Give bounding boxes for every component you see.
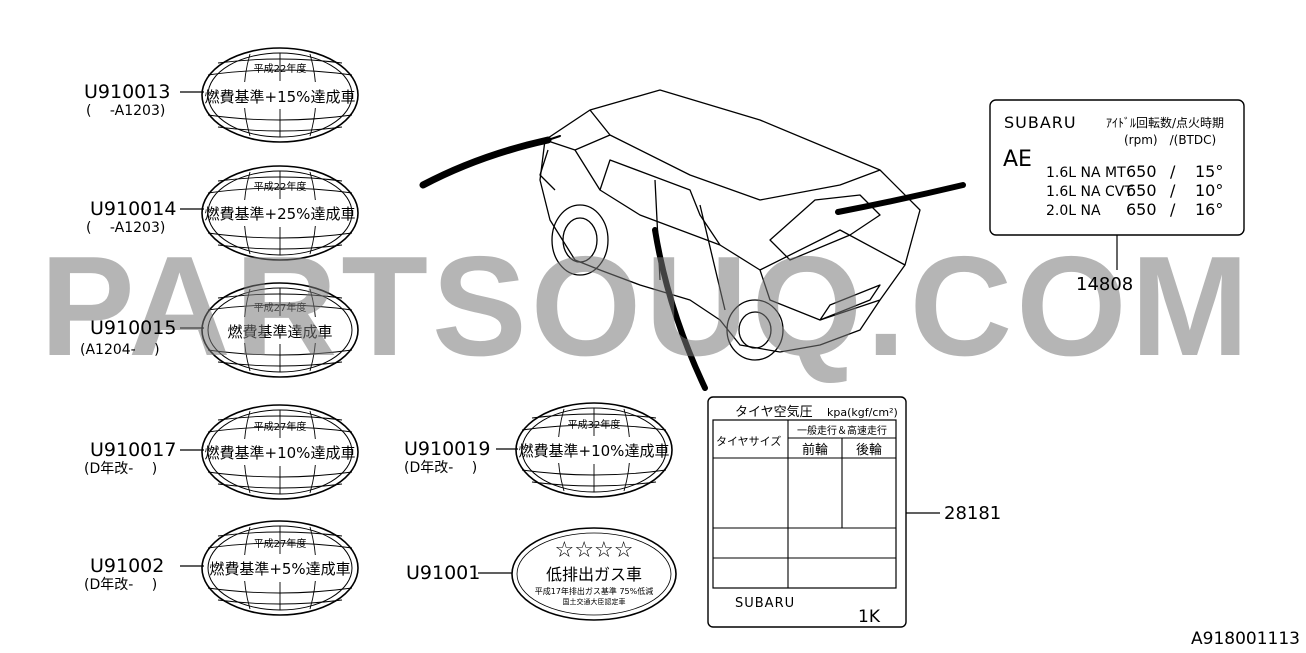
idle-row-deg: 15° [1195, 162, 1223, 181]
sticker-year: 平成32年度 [568, 418, 621, 431]
emission-stars: ☆☆☆☆ [555, 538, 634, 563]
idle-row-deg: 10° [1195, 181, 1223, 200]
idle-row-sep: / [1170, 200, 1176, 219]
leader-strokes [419, 135, 966, 391]
emission-line2: 国土交通大臣認定車 [563, 597, 626, 606]
emission-title: 低排出ガス車 [546, 565, 642, 584]
sticker-u910015: 平成27年度 燃費基準達成車 [180, 282, 359, 378]
sticker-text: 燃費基準+25%達成車 [205, 205, 356, 223]
part-number[interactable]: U910017 [90, 439, 177, 461]
idle-row-sep: / [1170, 181, 1176, 200]
idle-row-engine: 1.6L NA CVT [1046, 184, 1133, 200]
sticker-text: 燃費基準+15%達成車 [205, 88, 356, 106]
idle-row-rpm: 650 [1126, 181, 1157, 200]
sticker-u910019: 平成32年度 燃費基準+10%達成車 [496, 402, 673, 498]
part-range: (D年改- ) [404, 460, 478, 476]
part-number[interactable]: U910015 [90, 317, 177, 339]
part-range: (A1204- ) [80, 342, 160, 358]
sticker-text: 燃費基準+10%達成車 [205, 444, 356, 462]
idle-label: SUBARU ｱｲﾄﾞﾙ回転数/点火時期 (rpm) /(BTDC) AE 1.… [989, 99, 1245, 270]
tire-col-rear: 後輪 [856, 442, 882, 458]
sticker-year: 平成27年度 [254, 420, 307, 433]
tire-title: タイヤ空気圧 [735, 404, 813, 420]
idle-row-engine: 1.6L NA MT [1046, 165, 1126, 181]
sticker-text: 燃費基準+5%達成車 [209, 560, 350, 578]
idle-row-deg: 16° [1195, 200, 1223, 219]
tire-col-group: 一般走行＆高速走行 [797, 424, 887, 437]
idle-row-sep: / [1170, 162, 1176, 181]
tire-code: 1K [858, 607, 881, 627]
tire-col-size: タイヤサイズ [716, 434, 781, 448]
emission-sticker: ☆☆☆☆ 低排出ガス車 平成17年排出ガス基準 75%低減 国土交通大臣認定車 [478, 527, 677, 621]
tire-brand: SUBARU [735, 596, 795, 611]
part-range: (D年改- ) [84, 461, 158, 477]
sticker-u910017: 平成27年度 燃費基準+10%達成車 [180, 404, 359, 500]
sticker-year: 平成27年度 [254, 537, 307, 550]
sticker-text: 燃費基準達成車 [227, 323, 332, 341]
part-range: (D年改- ) [84, 577, 158, 593]
idle-header1: ｱｲﾄﾞﾙ回転数/点火時期 [1106, 115, 1224, 130]
sticker-u910013: 平成22年度 燃費基準+15%達成車 [180, 47, 359, 143]
part-number[interactable]: U910019 [404, 438, 491, 460]
sticker-u910014: 平成22年度 燃費基準+25%達成車 [180, 165, 359, 261]
sticker-text: 燃費基準+10%達成車 [519, 442, 670, 460]
part-number[interactable]: U910014 [90, 198, 177, 220]
tire-col-front: 前輪 [802, 442, 828, 458]
part-number[interactable]: 14808 [1076, 274, 1134, 295]
emission-line1: 平成17年排出ガス基準 75%低減 [535, 586, 654, 596]
part-range: ( -A1203) [86, 103, 166, 119]
sticker-year: 平成22年度 [254, 180, 307, 193]
idle-header2: (rpm) /(BTDC) [1124, 133, 1216, 147]
tire-label: タイヤ空気圧 kpa(kgf/cm²) タイヤサイズ 一般走行＆高速走行 前輪 … [707, 396, 940, 628]
part-range: ( -A1203) [86, 220, 166, 236]
sticker-year: 平成27年度 [254, 301, 307, 314]
sticker-u91002: 平成27年度 燃費基準+5%達成車 [180, 520, 359, 616]
part-number[interactable]: U910013 [84, 81, 171, 103]
part-number[interactable]: 28181 [944, 503, 1002, 524]
diagram-id: A918001113 [1191, 629, 1300, 649]
tire-unit: kpa(kgf/cm²) [827, 406, 898, 419]
idle-brand: SUBARU [1004, 113, 1077, 132]
idle-row-rpm: 650 [1126, 200, 1157, 219]
idle-row-engine: 2.0L NA [1046, 203, 1101, 219]
idle-row-rpm: 650 [1126, 162, 1157, 181]
sticker-year: 平成22年度 [254, 62, 307, 75]
car-illustration [539, 89, 921, 361]
idle-code: AE [1003, 147, 1032, 172]
part-number[interactable]: U91002 [90, 555, 165, 577]
part-number[interactable]: U91001 [406, 562, 481, 584]
